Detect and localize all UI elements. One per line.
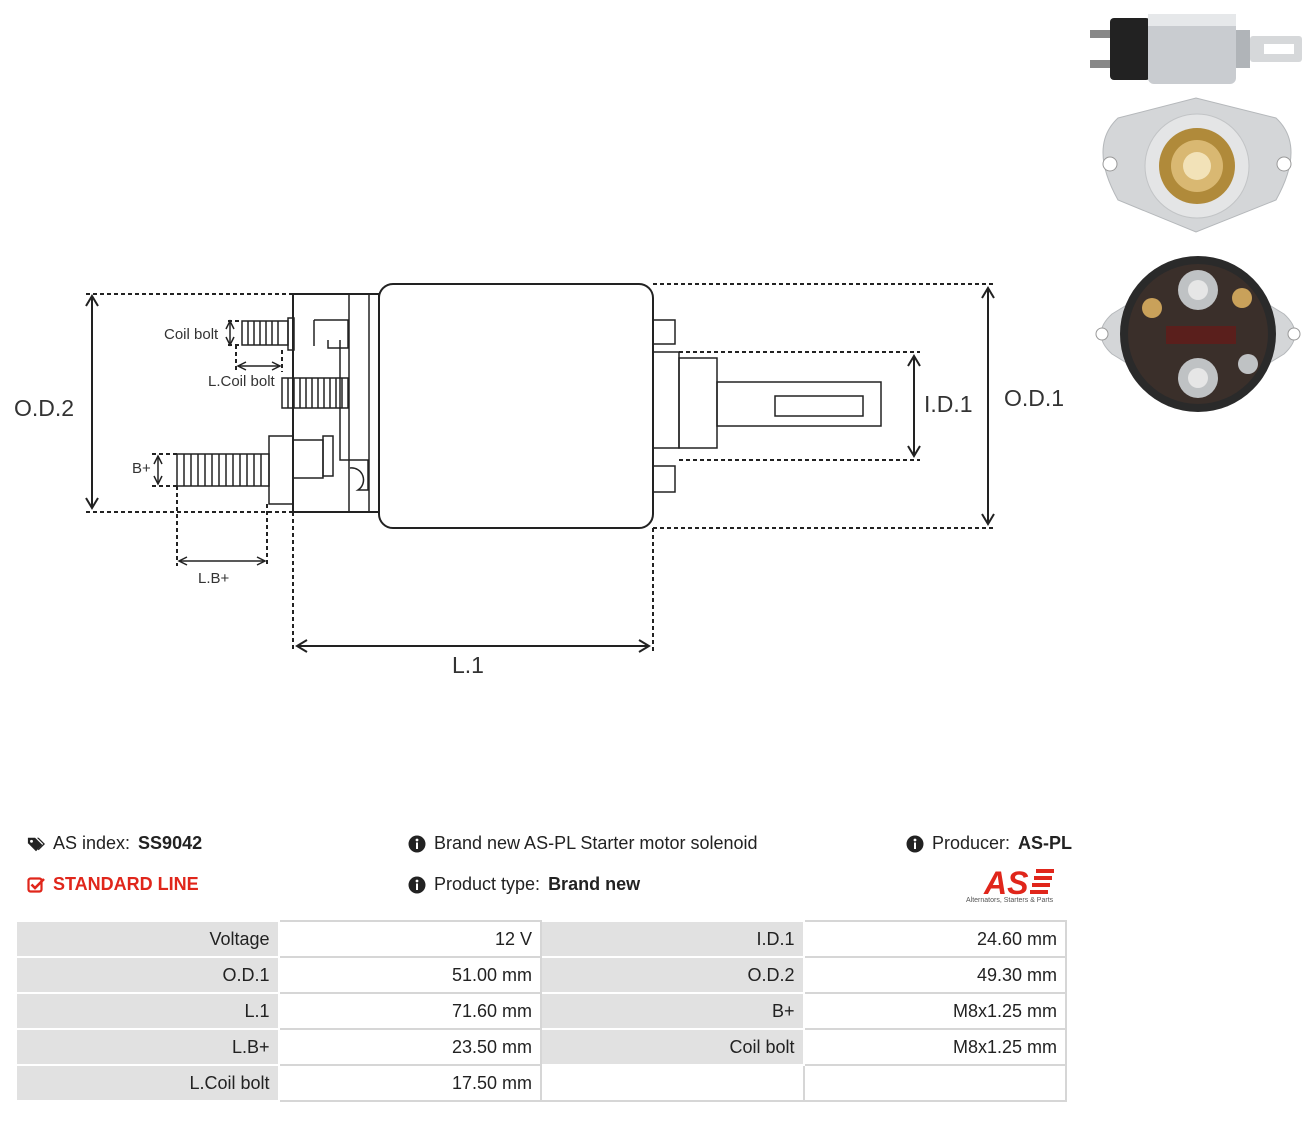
as-pl-logo: AS	[983, 865, 1054, 901]
spec-value: M8x1.25 mm	[802, 1028, 1067, 1066]
check-square-icon	[27, 876, 45, 893]
b-plus-label: B+	[132, 460, 151, 477]
l1-label: L.1	[452, 652, 484, 678]
spec-value: M8x1.25 mm	[802, 992, 1067, 1030]
producer-value: AS-PL	[1018, 833, 1073, 853]
standard-line-row: STANDARD LINE	[27, 874, 199, 895]
spec-value: 51.00 mm	[277, 956, 542, 994]
solenoid-front-photo	[1102, 97, 1292, 233]
od1-label: O.D.1	[1004, 385, 1064, 411]
solenoid-body	[378, 283, 654, 529]
tags-icon	[27, 837, 45, 851]
b-plus-stud	[176, 435, 334, 505]
producer-row: Producer: AS-PL	[906, 833, 1072, 854]
spec-key: I.D.1	[540, 920, 805, 958]
table-row: Voltage 12 V I.D.1 24.60 mm	[15, 920, 1067, 958]
spec-value: 71.60 mm	[277, 992, 542, 1030]
spec-key: B+	[540, 992, 805, 1030]
spec-value	[802, 1064, 1067, 1102]
specs-table: Voltage 12 V I.D.1 24.60 mm O.D.1 51.00 …	[15, 920, 1067, 1102]
standard-line-badge: STANDARD LINE	[53, 874, 199, 894]
spec-value: 17.50 mm	[277, 1064, 542, 1102]
middle-bolt	[281, 377, 349, 409]
spec-value: 12 V	[277, 920, 542, 958]
as-index-value: SS9042	[138, 833, 203, 853]
producer-label: Producer:	[932, 833, 1011, 853]
cap-plate	[292, 293, 380, 513]
as-index-row: AS index: SS9042	[27, 833, 202, 854]
table-row: L.1 71.60 mm B+ M8x1.25 mm	[15, 992, 1067, 1030]
solenoid-rear-terminals-photo	[1095, 256, 1301, 412]
spec-key: O.D.1	[15, 956, 280, 994]
spec-key: O.D.2	[540, 956, 805, 994]
l-coil-bolt-label: L.Coil bolt	[208, 373, 276, 390]
spec-value: 23.50 mm	[277, 1028, 542, 1066]
product-type-row: Product type: Brand new	[408, 874, 640, 895]
svg-text:AS: AS	[983, 865, 1029, 901]
product-type-label: Product type:	[434, 874, 541, 894]
spec-key: Voltage	[15, 920, 280, 958]
coil-bolt-label: Coil bolt	[164, 326, 219, 343]
plunger	[652, 319, 882, 493]
info-circle-icon	[408, 835, 426, 852]
table-row: L.Coil bolt 17.50 mm	[15, 1064, 1067, 1102]
table-row: L.B+ 23.50 mm Coil bolt M8x1.25 mm	[15, 1028, 1067, 1066]
product-description: Brand new AS-PL Starter motor solenoid	[434, 833, 758, 853]
od2-label: O.D.2	[14, 395, 74, 421]
spec-value: 49.30 mm	[802, 956, 1067, 994]
description-row: Brand new AS-PL Starter motor solenoid	[408, 833, 758, 854]
id1-label: I.D.1	[924, 391, 973, 417]
spec-key	[540, 1064, 805, 1102]
info-circle-icon	[408, 876, 426, 893]
table-row: O.D.1 51.00 mm O.D.2 49.30 mm	[15, 956, 1067, 994]
spec-key: Coil bolt	[540, 1028, 805, 1066]
logo-caption: Alternators, Starters & Parts	[966, 897, 1054, 904]
coil-bolt-stud	[241, 317, 295, 351]
spec-key: L.1	[15, 992, 280, 1030]
l-b-plus-label: L.B+	[198, 570, 230, 587]
spec-value: 24.60 mm	[802, 920, 1067, 958]
solenoid-side-photo	[1090, 14, 1302, 84]
product-type-value: Brand new	[548, 874, 641, 894]
as-index-label: AS index:	[53, 833, 131, 853]
info-circle-icon	[906, 835, 924, 852]
solenoid-technical-drawing: O.D.2 O.D.1 I.D.1 L.1 Coil bolt L.Coil b…	[14, 283, 1064, 678]
spec-key: L.B+	[15, 1028, 280, 1066]
spec-key: L.Coil bolt	[15, 1064, 280, 1102]
